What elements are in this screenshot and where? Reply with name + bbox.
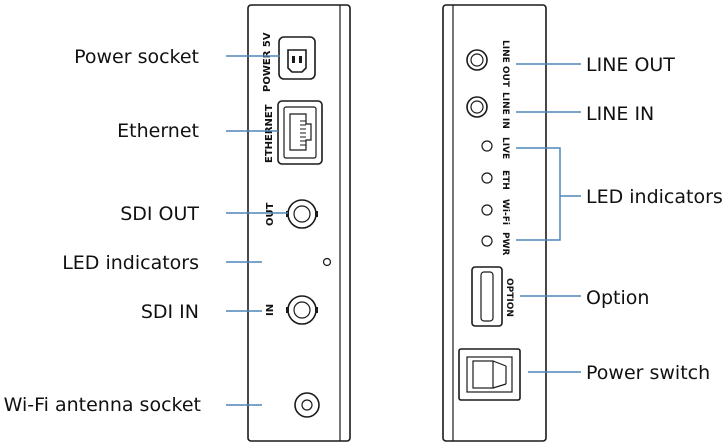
right-leader-lines <box>516 63 581 373</box>
line-in-label: LINE IN <box>500 92 510 129</box>
left-leader-lines <box>226 55 288 406</box>
callout-sdi-in: SDI IN <box>141 301 199 323</box>
right-device-panel: LINE OUT LINE IN LIVE ETH Wi-Fi PWR OPTI… <box>442 4 547 442</box>
callout-line-in: LINE IN <box>586 103 654 125</box>
option-label: OPTION <box>504 278 514 317</box>
led-wifi-icon <box>481 204 493 216</box>
callout-led-indicators-right: LED indicators <box>586 186 723 208</box>
power-switch-icon <box>458 348 521 401</box>
led-eth-label: ETH <box>500 170 510 190</box>
led-eth-icon <box>481 172 493 184</box>
line-out-jack-icon <box>466 49 488 71</box>
callout-line-out: LINE OUT <box>586 54 675 76</box>
led-pwr-icon <box>481 235 493 247</box>
sdi-in-connector-icon <box>286 295 318 325</box>
callout-led-indicators-left: LED indicators <box>62 252 199 274</box>
led-live-label: LIVE <box>500 137 510 159</box>
ethernet-label: ETHERNET <box>264 104 275 163</box>
led-wifi-label: Wi-Fi <box>500 199 510 225</box>
callout-wifi-antenna: Wi-Fi antenna socket <box>4 394 201 416</box>
wifi-antenna-socket-icon <box>294 392 320 418</box>
sdi-out-label: OUT <box>265 202 276 226</box>
callout-sdi-out: SDI OUT <box>120 203 199 225</box>
power-socket-icon <box>278 36 316 80</box>
right-panel-body <box>442 4 547 442</box>
left-panel-body <box>247 4 351 442</box>
line-in-jack-icon <box>466 96 488 118</box>
callout-power-socket: Power socket <box>74 46 199 68</box>
left-device-panel: POWER 5V ETHERNET OUT <box>247 4 351 442</box>
led-live-icon <box>481 140 493 152</box>
led-indicator-icon <box>322 257 332 267</box>
sdi-in-label: IN <box>265 304 276 316</box>
line-out-label: LINE OUT <box>500 40 510 88</box>
callout-ethernet: Ethernet <box>117 120 199 142</box>
led-pwr-label: PWR <box>500 232 510 256</box>
callout-power-switch: Power switch <box>586 362 710 384</box>
ethernet-socket-icon <box>277 100 323 165</box>
option-slot-icon <box>471 266 503 327</box>
callout-option: Option <box>586 287 649 309</box>
power-5v-label: POWER 5V <box>262 32 273 92</box>
sdi-out-connector-icon <box>286 199 318 229</box>
